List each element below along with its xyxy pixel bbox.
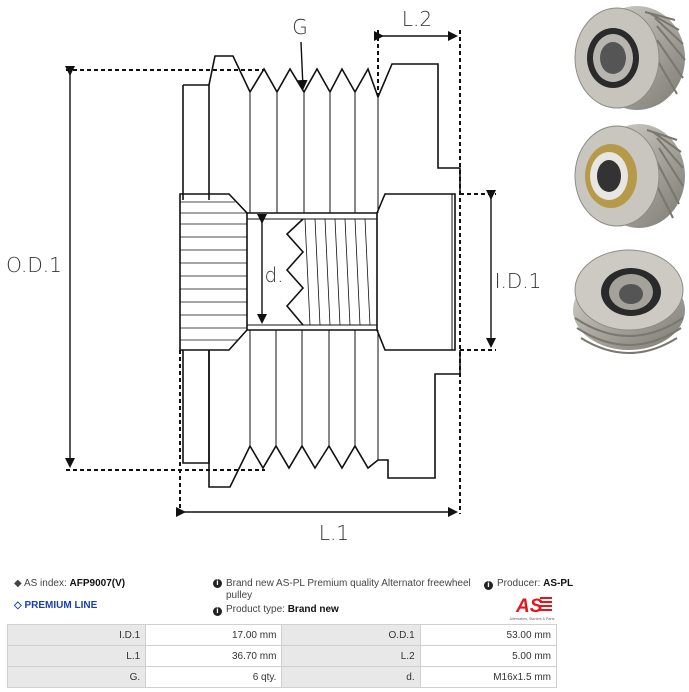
product-type: i Product type: Brand new <box>213 604 339 616</box>
description-text: Brand new AS-PL Premium quality Alternat… <box>226 578 471 601</box>
label-l2: L.2 <box>402 7 432 31</box>
label-g: G <box>292 15 308 39</box>
producer-label: Producer: <box>497 578 541 589</box>
spec-key: G. <box>6 666 147 688</box>
info-icon: i <box>484 581 493 590</box>
info-icon: i <box>213 579 222 588</box>
product-type-value: Brand new <box>287 604 339 615</box>
technical-drawing: G L.2 O.D.1 I.D.1 d. L.1 <box>6 7 542 545</box>
spec-value: 36.70 mm <box>145 645 283 667</box>
table-row: L.1 36.70 mm L.2 5.00 mm <box>6 645 558 667</box>
as-pl-logo: AS Alternators, Starters & Parts <box>510 596 555 621</box>
product-type-label: Product type: <box>226 604 285 615</box>
spec-key: I.D.1 <box>6 624 147 646</box>
label-d: d. <box>264 263 283 287</box>
pulley-photo-front <box>574 6 686 110</box>
premium-line[interactable]: ◇ PREMIUM LINE <box>14 600 97 611</box>
tag-icon: ◆ <box>14 578 22 589</box>
product-description: i Brand new AS-PL Premium quality Altern… <box>213 578 477 602</box>
label-od1: O.D.1 <box>6 253 62 277</box>
producer-value: AS-PL <box>543 578 574 589</box>
spec-value: 17.00 mm <box>145 624 283 646</box>
pulley-photo-back <box>574 124 685 228</box>
premium-line-label: PREMIUM LINE <box>24 600 98 611</box>
product-photos <box>573 6 686 354</box>
as-index-label: AS index: <box>23 578 67 589</box>
spec-value: M16x1.5 mm <box>419 666 558 688</box>
spec-key: O.D.1 <box>281 624 421 646</box>
table-row: I.D.1 17.00 mm O.D.1 53.00 mm <box>6 624 558 646</box>
as-index-value: AFP9007(V) <box>69 578 126 589</box>
diamond-icon: ◇ <box>14 600 22 611</box>
spec-key: d. <box>281 666 421 688</box>
spec-value: 53.00 mm <box>419 624 558 646</box>
pulley-photo-splined <box>573 249 685 354</box>
label-l1: L.1 <box>319 521 349 545</box>
info-icon: i <box>213 607 222 616</box>
spec-value: 6 qty. <box>145 666 283 688</box>
specs-table: I.D.1 17.00 mm O.D.1 53.00 mm L.1 36.70 … <box>6 624 558 688</box>
spec-value: 5.00 mm <box>419 645 558 667</box>
logo-text: AS <box>515 596 543 617</box>
logo-tagline: Alternators, Starters & Parts <box>510 617 555 621</box>
table-row: G. 6 qty. d. M16x1.5 mm <box>6 666 558 688</box>
spec-key: L.2 <box>281 645 421 667</box>
as-index: ◆ AS index: AFP9007(V) <box>14 578 125 589</box>
g-pointer-line <box>297 41 308 90</box>
spec-key: L.1 <box>6 645 147 667</box>
label-id1: I.D.1 <box>495 269 542 293</box>
producer: i Producer: AS-PL <box>484 578 573 590</box>
